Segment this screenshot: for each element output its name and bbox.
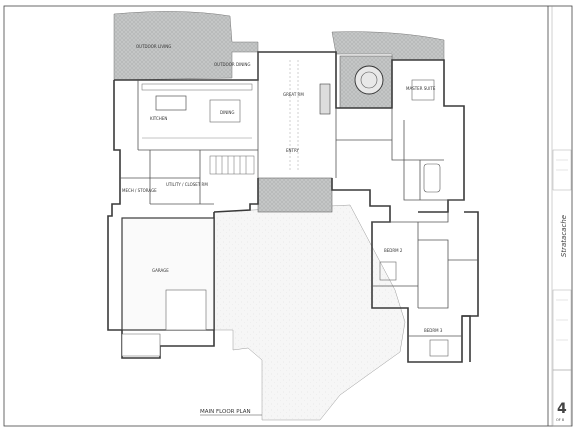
garage-door: [165, 289, 207, 331]
room-label-entry: ENTRY: [286, 148, 299, 153]
plan-title: MAIN FLOOR PLAN: [200, 409, 251, 415]
bed-2: [379, 261, 397, 281]
hot-tub: [354, 65, 384, 95]
room-label-mech-storage: MECH / STORAGE: [122, 188, 157, 193]
fireplace: [319, 83, 331, 115]
rear-patio: [113, 11, 259, 81]
garage-steps: [121, 333, 161, 357]
room-label-outdoor-dining: OUTDOOR DINING: [214, 62, 250, 67]
kitchen-counter: [141, 83, 253, 91]
sheet-border: [3, 5, 573, 427]
driveway: [213, 204, 406, 421]
kitchen-island: [155, 95, 187, 111]
sheet-sub: OF 8: [556, 418, 564, 422]
bed-master: [411, 79, 435, 101]
room-label-utility: UTILITY / CLOSET RM: [166, 182, 208, 187]
stair: [209, 155, 255, 175]
room-label-outdoor-living: OUTDOOR LIVING: [136, 44, 171, 49]
room-label-bedroom-2: BEDRM 2: [384, 248, 403, 253]
room-label-kitchen: KITCHEN: [150, 116, 167, 121]
room-label-dining: DINING: [220, 110, 235, 115]
bed-3: [429, 339, 449, 357]
interior-walls: [120, 52, 478, 337]
room-label-bedroom-3: BEDRM 3: [424, 328, 443, 333]
dining-table: [209, 99, 241, 123]
room-label-garage: GARAGE: [152, 268, 169, 273]
sheet-number: 4: [557, 401, 567, 417]
room-label-master-suite: MASTER SUITE: [406, 86, 436, 91]
front-porch-paving: [257, 177, 333, 213]
title-block: [552, 149, 572, 427]
master-tub: [423, 163, 441, 193]
room-label-great-rm: GREAT RM: [283, 92, 304, 97]
title-block-brand: Stratacache: [560, 215, 568, 257]
